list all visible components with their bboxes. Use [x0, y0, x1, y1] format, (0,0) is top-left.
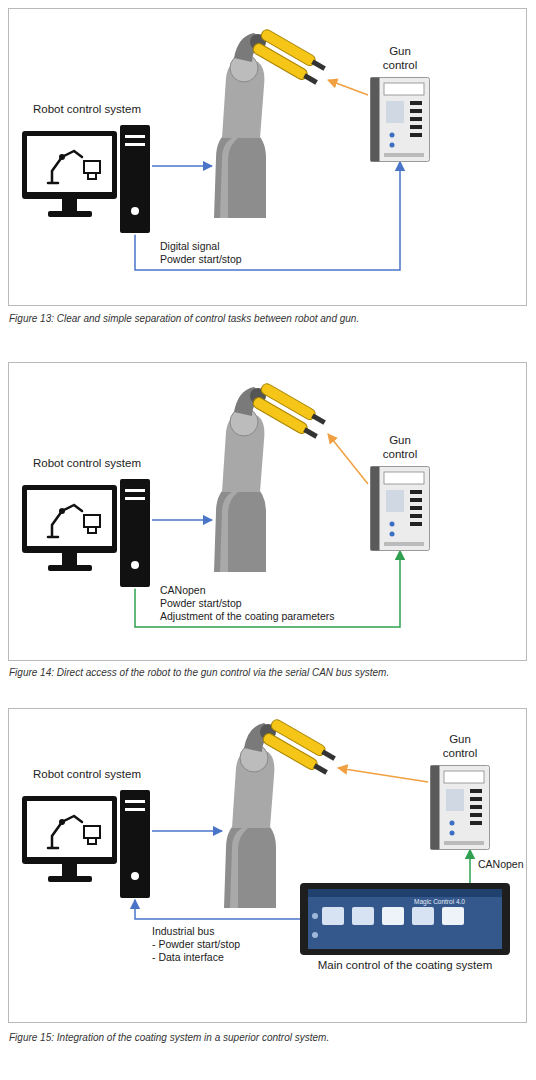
touch-panel: [300, 883, 510, 955]
text-line: CANopen: [160, 584, 335, 597]
node-label: Robot control system: [33, 103, 141, 117]
text-line: - Data interface: [152, 951, 240, 964]
robots: [224, 718, 337, 908]
signal-label: Industrial bus - Powder start/stop - Dat…: [150, 925, 242, 964]
main-control: Main control of the coating system: [300, 883, 510, 973]
node-label: Gun control: [383, 434, 418, 462]
panel-frames: [9, 363, 527, 661]
gun-controller: Gun control: [420, 733, 500, 850]
text-line: Gun: [443, 733, 478, 747]
text-line: control: [443, 747, 478, 761]
computer-icon: [22, 475, 152, 589]
panel-frames: [9, 9, 527, 306]
gun-control-unit: [430, 765, 490, 850]
text-line: - Powder start/stop: [152, 938, 240, 951]
robots: [214, 382, 327, 572]
gun-control-unit: [371, 466, 430, 550]
text-line: Industrial bus: [152, 925, 240, 938]
computer-icon: [22, 121, 152, 235]
computer-icon: [22, 786, 152, 900]
node-label: Main control of the coating system: [318, 959, 493, 973]
robot-controller: Robot control system: [22, 103, 152, 235]
text-line: Digital signal: [160, 240, 242, 253]
node-label: Gun control: [443, 733, 478, 761]
text-line: Powder start/stop: [160, 597, 335, 610]
robots: [214, 28, 337, 908]
figure-caption: Figure 15: Integration of the coating sy…: [9, 1032, 329, 1043]
gun-link-arrows: [338, 768, 428, 782]
computer-icon: [22, 790, 150, 898]
figure-caption: Figure 13: Clear and simple separation o…: [9, 313, 359, 324]
panel-frames: [9, 9, 527, 1023]
text-line: Adjustment of the coating parameters: [160, 610, 335, 623]
node-label: Gun control: [383, 45, 418, 73]
signal-line: [135, 162, 400, 270]
robot-controller: Robot control system: [22, 768, 152, 900]
text-line: Powder start/stop: [160, 253, 242, 266]
signal-line: [469, 850, 471, 883]
gun-link-arrows: [328, 434, 368, 484]
gun-controller: Gun control: [360, 434, 440, 551]
gun-control-unit: [431, 765, 490, 849]
text-line: Gun: [383, 45, 418, 59]
signal-line: [135, 551, 400, 627]
robot-controller: Robot control system: [22, 457, 152, 589]
panel-frames: [9, 709, 527, 1023]
node-label: Robot control system: [33, 457, 141, 471]
gun-controller: Gun control: [360, 45, 440, 162]
node-label: Robot control system: [33, 768, 141, 782]
gun-control-unit: [370, 466, 430, 551]
gun-control-unit: [370, 77, 430, 162]
signal-label: CANopen Powder start/stop Adjustment of …: [158, 584, 337, 623]
gun-control-unit: [371, 77, 430, 161]
robot-link-arrows: [152, 519, 212, 521]
touch-panel: [300, 883, 510, 955]
figure-caption: Figure 14: Direct access of the robot to…: [9, 667, 389, 678]
gun-link-arrows: [328, 80, 368, 95]
text-line: control: [383, 59, 418, 73]
screen-title: Magic Control 4.0: [414, 898, 465, 905]
text-line: Gun: [383, 434, 418, 448]
text-line: control: [383, 448, 418, 462]
computer-icon: [22, 125, 150, 233]
robot-link-arrows: [152, 830, 222, 832]
signal-line: [135, 900, 300, 919]
robot-link-arrows: [152, 165, 212, 167]
signal-label: Digital signal Powder start/stop: [158, 240, 244, 266]
robots: [214, 28, 327, 218]
computer-icon: [22, 479, 150, 587]
signal-label: CANopen: [476, 858, 526, 871]
